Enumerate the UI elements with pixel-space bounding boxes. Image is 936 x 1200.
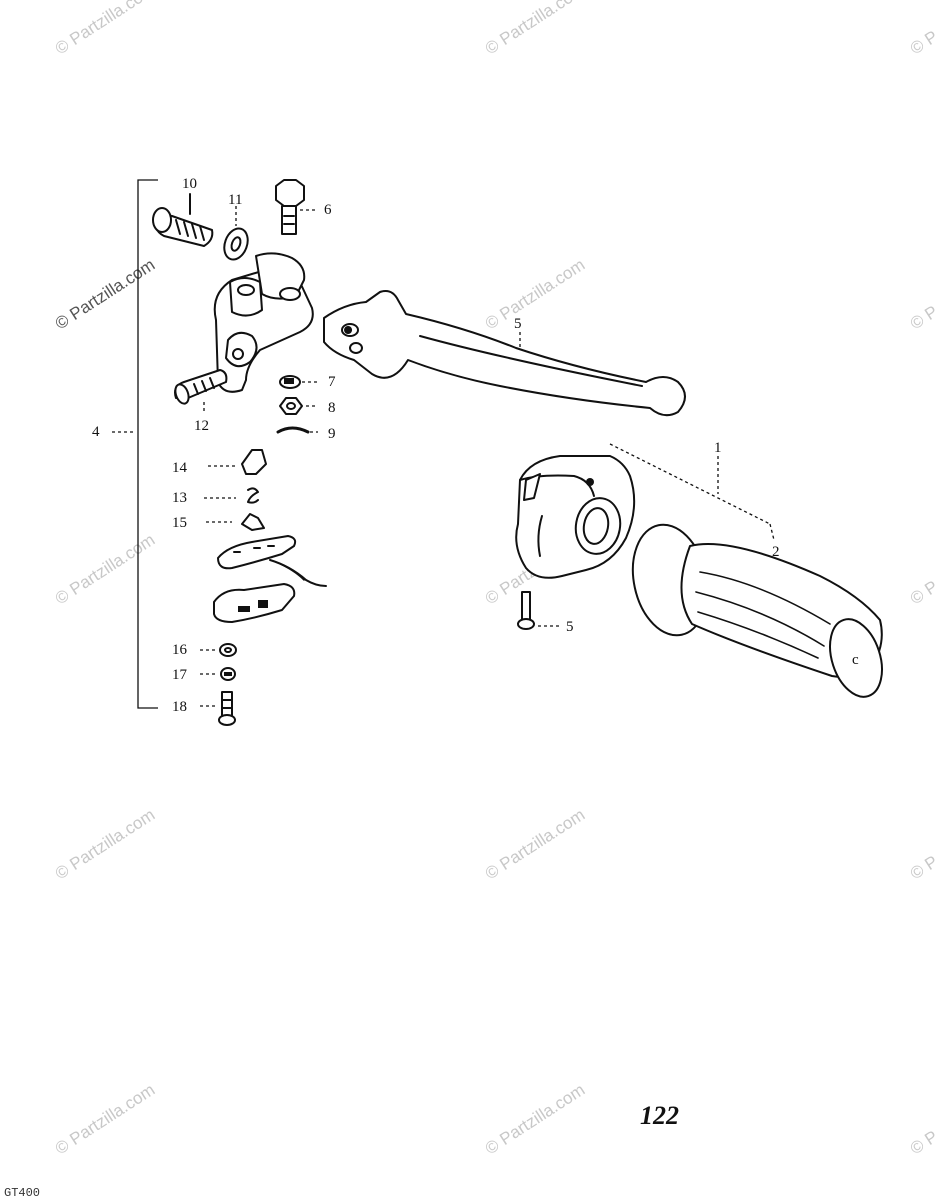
part-nut-8	[279, 397, 318, 415]
callout-5b: 5	[566, 619, 574, 635]
part-throttle-grip-2: c	[631, 523, 883, 698]
part-switch-14	[208, 449, 267, 475]
callout-15: 15	[172, 515, 187, 531]
callout-13: 13	[172, 490, 187, 506]
callout-16: 16	[172, 642, 188, 658]
callout-7: 7	[328, 374, 336, 390]
part-switch-base	[213, 583, 296, 623]
part-lever-5	[323, 290, 686, 417]
part-bolt-10	[152, 193, 214, 247]
callout-8: 8	[328, 400, 336, 416]
callout-2: 2	[772, 544, 780, 560]
part-pivot-bolt-6	[275, 179, 318, 235]
part-screw-18	[200, 691, 236, 726]
part-washer-7	[279, 375, 318, 389]
callout-4: 4	[92, 424, 100, 440]
callout-11: 11	[228, 192, 242, 208]
assembly-bracket	[112, 179, 158, 709]
part-washer-11	[223, 206, 249, 261]
callout-14: 14	[172, 460, 188, 476]
callout-18: 18	[172, 699, 187, 715]
model-code: GT400	[4, 1186, 40, 1200]
part-screw-5	[517, 591, 560, 630]
part-switch-housing	[217, 535, 327, 587]
callout-1: 1	[714, 440, 722, 456]
part-bolt-12	[174, 369, 228, 414]
callout-17: 17	[172, 667, 188, 683]
part-throttle-housing	[515, 455, 636, 579]
callout-9: 9	[328, 426, 336, 442]
callout-12: 12	[194, 418, 209, 434]
callout-6: 6	[324, 202, 332, 218]
part-nut-17	[200, 667, 236, 681]
callout-labels: 10 11 6 5 7 8 9 12 4 14 13 15 16 17 18 1…	[92, 176, 780, 715]
part-lever-holder-4	[213, 252, 314, 393]
page-number: 122	[640, 1101, 679, 1130]
svg-text:c: c	[852, 652, 859, 668]
callout-5a: 5	[514, 316, 522, 332]
part-washer-16	[200, 643, 237, 657]
part-contact-15	[206, 513, 265, 531]
part-spring-13	[204, 487, 259, 504]
callout-bracket-1-2	[609, 443, 775, 541]
part-pin-9	[276, 426, 318, 434]
callout-10: 10	[182, 176, 197, 192]
